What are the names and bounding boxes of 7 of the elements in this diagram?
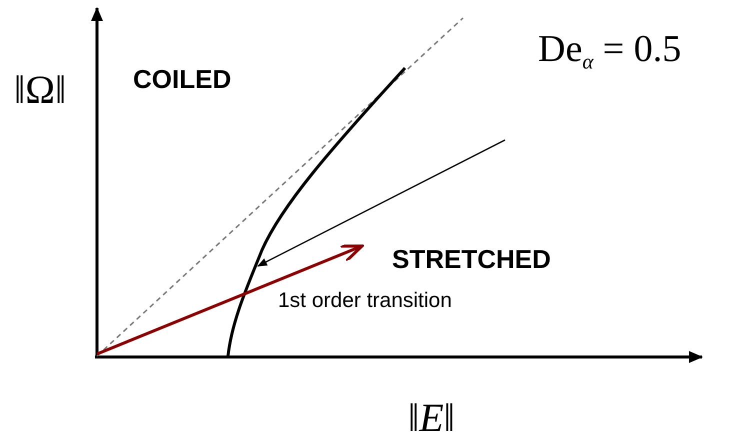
axis-label: ‖Ω‖ <box>14 70 66 110</box>
transition-label: 1st order transition <box>278 290 452 311</box>
region-label: STRETCHED <box>392 246 551 272</box>
leader-line <box>257 139 506 267</box>
parameter-label: De$_{α}$ = 0.5 <box>538 30 682 72</box>
region-label: COILED <box>133 66 232 92</box>
axis-label: ‖E‖ <box>408 398 455 438</box>
